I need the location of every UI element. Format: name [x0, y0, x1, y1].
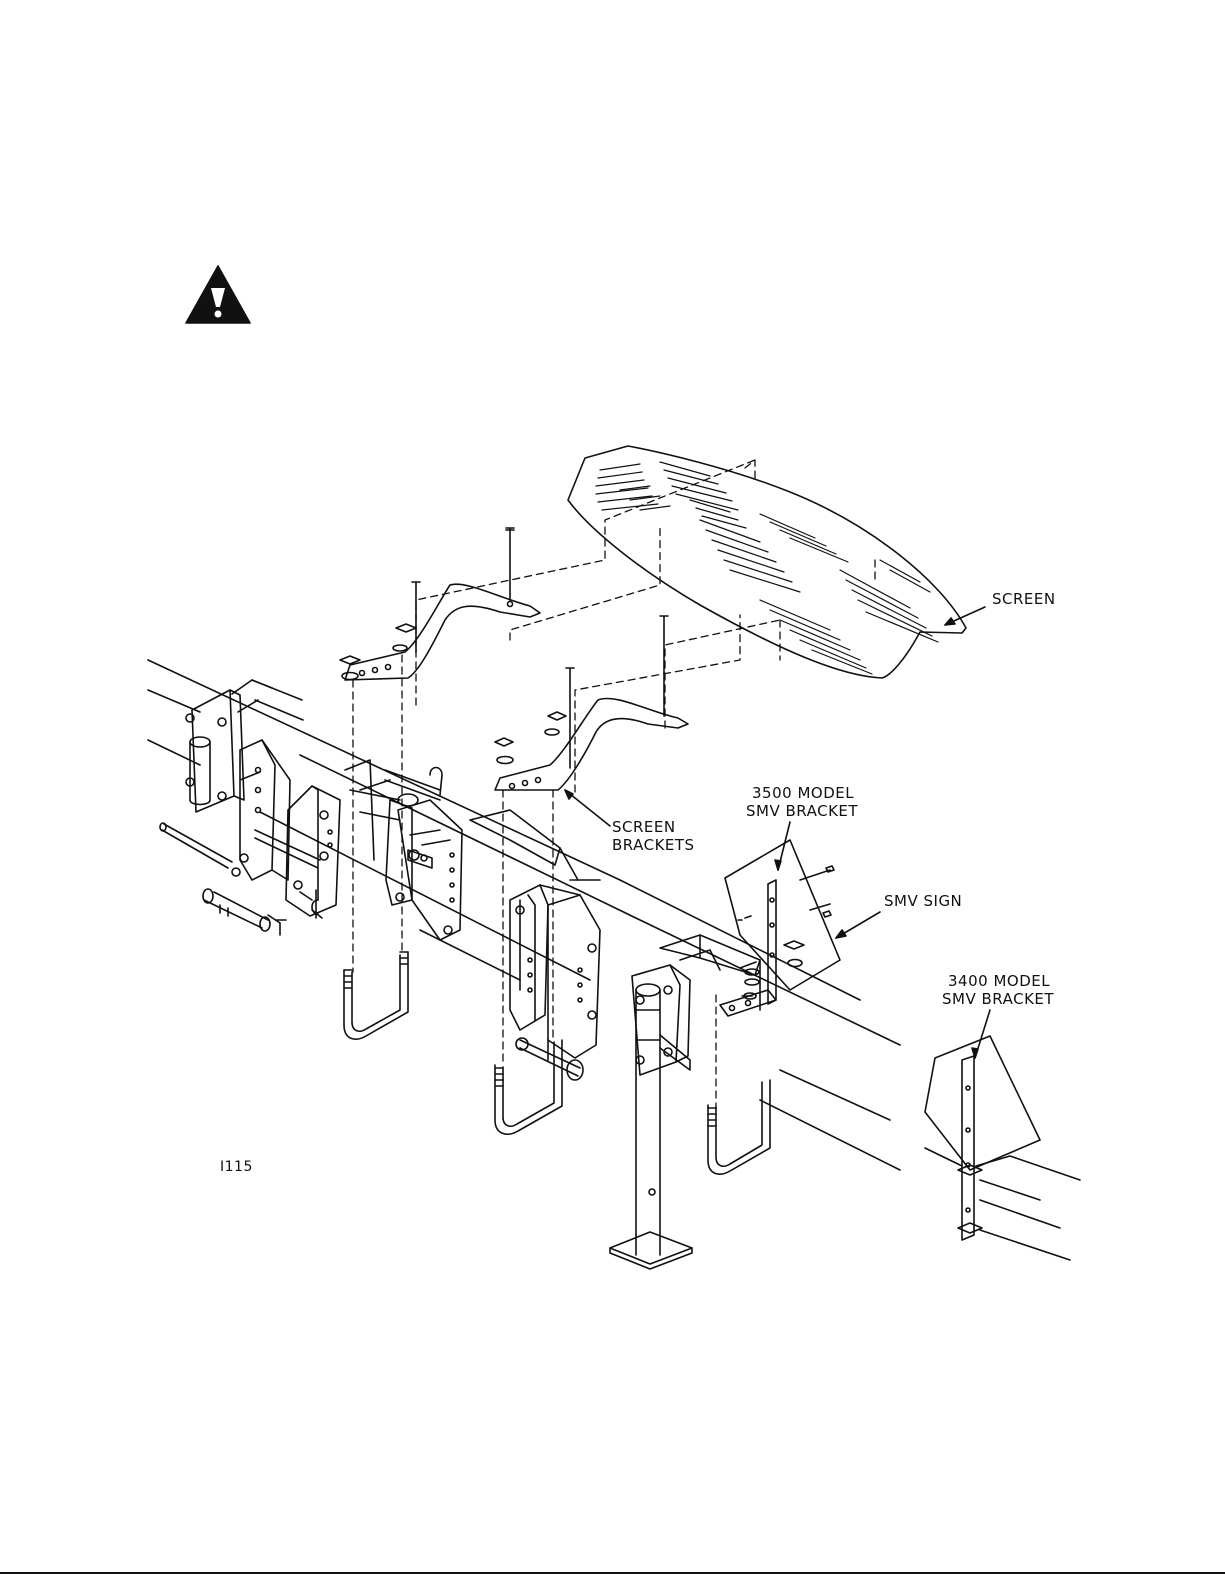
middle-clamp-assembly [345, 760, 462, 940]
u-bolt-right [708, 1080, 770, 1174]
label-3400-model-line1: 3400 MODEL [948, 972, 1050, 990]
u-bolt-left [344, 952, 408, 1039]
bottom-rule [0, 1572, 1225, 1574]
label-screen: SCREEN [992, 590, 1056, 608]
left-clamp-assembly [186, 680, 303, 812]
center-clamp-assembly [470, 810, 600, 1080]
screen-panel [568, 446, 966, 678]
warning-triangle-icon [186, 266, 250, 323]
jack-stand [610, 965, 692, 1269]
label-screen-brackets-line2: BRACKETS [612, 836, 695, 854]
label-3400-model-line2: SMV BRACKET [942, 990, 1054, 1008]
figure-id: I115 [220, 1158, 253, 1176]
screen-slots [596, 462, 938, 674]
screen-bracket-lower [495, 616, 688, 790]
label-smv-sign: SMV SIGN [884, 892, 962, 910]
main-toolbar-beam [148, 660, 900, 1170]
label-3500-model-line1: 3500 MODEL [752, 784, 854, 802]
smv-bracket-3400 [925, 1036, 1080, 1260]
label-3500-model-line2: SMV BRACKET [746, 802, 858, 820]
label-screen-brackets-line1: SCREEN [612, 818, 676, 836]
screen-bracket-upper [340, 528, 540, 680]
hitch-pin [160, 823, 286, 935]
